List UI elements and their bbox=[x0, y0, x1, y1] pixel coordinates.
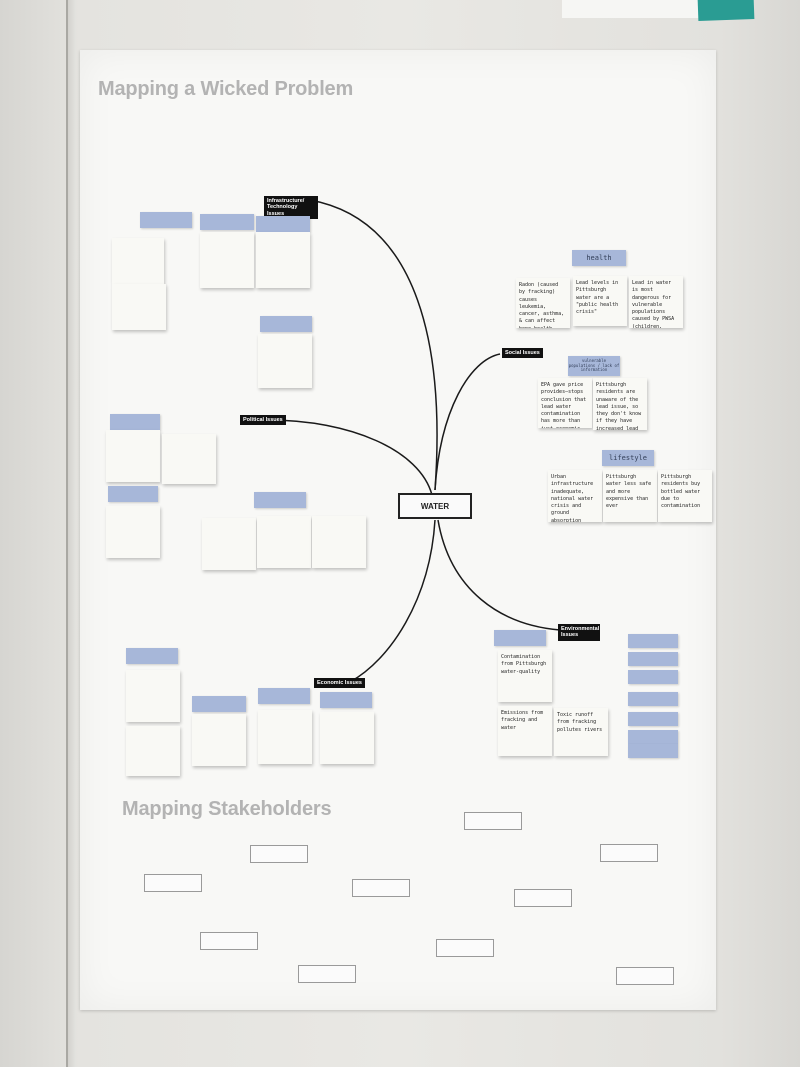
stakeholder-box-8 bbox=[436, 939, 494, 957]
stakeholder-box-1 bbox=[464, 812, 522, 830]
sticky-note-economic-5 bbox=[320, 712, 374, 764]
header-note-economic-4 bbox=[320, 692, 372, 708]
header-note-lifestyle: Lifestyle bbox=[602, 450, 654, 466]
sticky-note-political-1 bbox=[106, 430, 160, 482]
header-note-environmental-1 bbox=[494, 630, 546, 646]
stakeholder-box-6 bbox=[514, 889, 572, 907]
sticky-note-political-3 bbox=[106, 506, 160, 558]
sticky-note-political-4 bbox=[202, 518, 256, 570]
header-note-infra-1 bbox=[140, 212, 192, 228]
sticky-note-vulnerable-1: EPA gave price provides—stops conclusion… bbox=[538, 378, 592, 428]
branch-political: Political Issues bbox=[240, 415, 286, 426]
connector-political bbox=[267, 419, 433, 496]
stakeholder-box-9 bbox=[298, 965, 356, 983]
header-note-env-list-7 bbox=[628, 744, 678, 758]
stakeholder-box-10 bbox=[616, 967, 674, 985]
sticky-note-lifestyle-1: Urban infrastructure inadequate, nationa… bbox=[548, 470, 602, 522]
sticky-note-health-3: Lead in water is most dangerous for vuln… bbox=[629, 276, 683, 328]
wall-paper-scrap bbox=[562, 0, 702, 18]
connector-infrastructure bbox=[309, 199, 438, 491]
stakeholder-box-3 bbox=[600, 844, 658, 862]
stakeholder-box-4 bbox=[144, 874, 202, 892]
branch-social: Social Issues bbox=[502, 348, 543, 359]
sticky-note-political-6 bbox=[312, 516, 366, 568]
wall-shadow bbox=[68, 0, 76, 1067]
sticky-note-lifestyle-2: Pittsburgh water less safe and more expe… bbox=[603, 470, 657, 522]
header-note-economic-3 bbox=[258, 688, 310, 704]
sticky-note-political-5 bbox=[257, 516, 311, 568]
sticky-note-economic-3 bbox=[192, 714, 246, 766]
sticky-note-health-2: Lead levels in Pittsburgh water are a "p… bbox=[573, 276, 627, 326]
sticky-note-environmental-3: Toxic runoff from fracking pollutes rive… bbox=[554, 708, 608, 756]
title-wicked-problem: Mapping a Wicked Problem bbox=[98, 78, 354, 100]
branch-environmental: Environmental Issues bbox=[558, 624, 600, 641]
hub-water: WATER bbox=[398, 493, 472, 519]
header-note-vulnerable: Vulnerable populations / lack of informa… bbox=[568, 356, 620, 376]
sticky-note-infra-2 bbox=[112, 284, 166, 330]
header-note-health: Health bbox=[572, 250, 626, 266]
stakeholder-box-5 bbox=[352, 879, 410, 897]
header-note-political-2 bbox=[108, 486, 158, 502]
poster-board: Mapping a Wicked Problem WATER Infrastru… bbox=[80, 50, 716, 1010]
sticky-note-infra-1 bbox=[112, 238, 164, 284]
title-mapping-stakeholders: Mapping Stakeholders bbox=[122, 798, 332, 820]
stakeholder-box-2 bbox=[250, 845, 308, 863]
connector-social bbox=[434, 353, 501, 491]
wall-tape bbox=[697, 0, 755, 21]
header-note-env-list-3 bbox=[628, 670, 678, 684]
connector-environmental bbox=[437, 519, 561, 631]
sticky-note-infra-4 bbox=[256, 232, 310, 288]
sticky-note-environmental-2: Emissions from fracking and water bbox=[498, 706, 552, 756]
header-note-political-1 bbox=[110, 414, 160, 430]
stakeholder-box-7 bbox=[200, 932, 258, 950]
header-note-env-list-6 bbox=[628, 730, 678, 744]
sticky-note-health-1: Radon (caused by fracking) causes leukem… bbox=[516, 278, 570, 328]
header-note-env-list-5 bbox=[628, 712, 678, 726]
header-note-env-list-1 bbox=[628, 634, 678, 648]
sticky-note-infra-5 bbox=[258, 334, 312, 388]
sticky-note-economic-2 bbox=[126, 726, 180, 776]
sticky-note-vulnerable-2: Pittsburgh residents are unaware of the … bbox=[593, 378, 647, 430]
header-note-infra-3 bbox=[256, 216, 310, 232]
connector-economic bbox=[349, 519, 436, 683]
sticky-note-infra-3 bbox=[200, 232, 254, 288]
header-note-economic-1 bbox=[126, 648, 178, 664]
header-note-env-list-4 bbox=[628, 692, 678, 706]
connector-lines bbox=[267, 199, 561, 683]
wall-edge-line bbox=[66, 0, 68, 1067]
header-note-economic-2 bbox=[192, 696, 246, 712]
sticky-note-political-2 bbox=[162, 434, 216, 484]
sticky-note-economic-4 bbox=[258, 710, 312, 764]
header-note-env-list-2 bbox=[628, 652, 678, 666]
header-note-political-3 bbox=[254, 492, 306, 508]
header-note-infra-2 bbox=[200, 214, 254, 230]
sticky-note-environmental-1: Contamination from Pittsburgh water-qual… bbox=[498, 650, 552, 702]
sticky-note-economic-1 bbox=[126, 670, 180, 722]
branch-economic: Economic Issues bbox=[314, 678, 365, 689]
sticky-note-lifestyle-3: Pittsburgh residents buy bottled water d… bbox=[658, 470, 712, 522]
header-note-infra-4 bbox=[260, 316, 312, 332]
branch-infrastructure: Infrastructure/ Technology Issues bbox=[264, 196, 318, 219]
